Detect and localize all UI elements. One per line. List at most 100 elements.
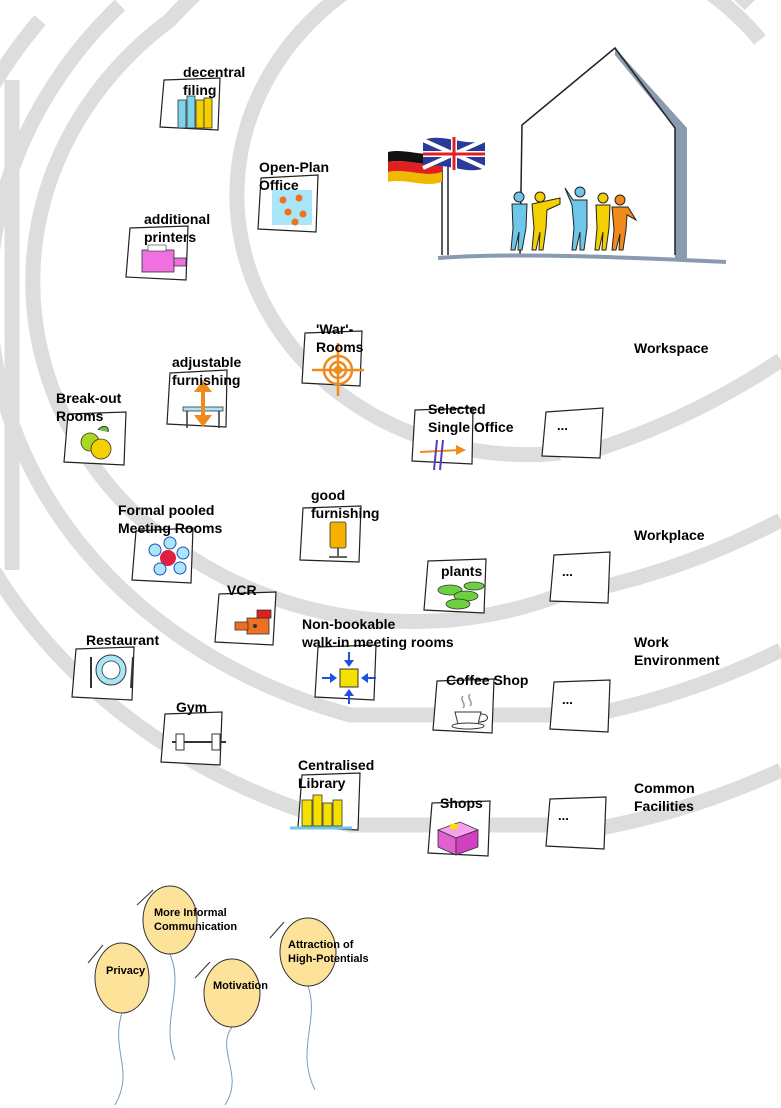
rings [0, 0, 781, 838]
person-5 [611, 194, 638, 251]
label-gym: Gym [176, 699, 208, 715]
category-work-environment-line-2: Environment [634, 652, 720, 668]
balloon-label-more-informal: More Informal Communication [154, 906, 237, 934]
label-decentral-filing-line-2: filing [183, 82, 217, 98]
label-selected-single-office-line-1: Selected [428, 401, 486, 417]
balloon-motivation [203, 958, 261, 1028]
door-pass-icon [419, 439, 466, 471]
plate-icon [90, 654, 134, 689]
label-break-out-rooms-line-2: Rooms [56, 408, 104, 424]
balloon-label-attraction-line-2: High-Potentials [288, 953, 369, 965]
label-good-furnishing: good furnishing [311, 486, 379, 522]
label-open-plan-office-line-2: Office [259, 177, 299, 193]
label-decentral-filing: decentral filing [183, 63, 245, 99]
balloon-more-informal [142, 885, 198, 955]
category-work-environment: Work Environment [634, 633, 720, 669]
house [437, 46, 727, 264]
flags [388, 137, 486, 255]
label-break-out-rooms: Break-out Rooms [56, 389, 121, 425]
label-break-out-rooms-line-1: Break-out [56, 390, 122, 406]
balloon-label-attraction: Attraction of High-Potentials [288, 938, 369, 966]
balloon-privacy [94, 942, 150, 1014]
balloon-label-more-informal-line-2: Communication [154, 921, 238, 933]
category-common-facilities-line-2: Facilities [634, 798, 694, 814]
card-more-4 [545, 796, 607, 850]
label-formal-pooled-line-2: Meeting Rooms [118, 520, 223, 536]
label-selected-single-office: Selected Single Office [428, 400, 514, 436]
label-formal-pooled-line-1: Formal pooled [118, 502, 215, 518]
label-additional-printers: additional printers [144, 210, 210, 246]
label-plants: plants [441, 563, 483, 579]
balloon-string-4 [306, 985, 316, 1091]
more-items-work-environment: ... [562, 692, 573, 707]
category-common-facilities: Common Facilities [634, 779, 695, 815]
label-adjustable-furnishing-line-1: adjustable [172, 354, 242, 370]
balloons [87, 885, 337, 1106]
ground-line [437, 253, 727, 264]
adjustable-table-icon [182, 380, 224, 428]
card-more-1 [541, 407, 604, 459]
category-workspace: Workspace [634, 340, 709, 356]
person-2 [531, 191, 561, 251]
barbell-icon [172, 733, 226, 751]
chair-icon [329, 521, 347, 558]
house-shadow [615, 48, 687, 258]
card-adjustable [166, 369, 228, 428]
category-workplace: Workplace [634, 527, 705, 543]
ring-7 [588, 643, 781, 723]
card-more-2 [549, 551, 611, 604]
label-decentral-filing-line-1: decentral [183, 64, 246, 80]
balloon-label-privacy: Privacy [106, 965, 146, 977]
label-selected-single-office-line-2: Single Office [428, 419, 514, 435]
more-items-common-facilities: ... [558, 808, 569, 823]
people [510, 186, 638, 251]
label-coffee-shop: Coffee Shop [446, 672, 529, 688]
ring-8 [588, 763, 781, 838]
balloon-string-1 [169, 953, 176, 1061]
more-items-workspace: ... [557, 418, 568, 433]
person-4 [594, 192, 611, 251]
label-war-rooms-line-1: 'War'- [316, 321, 354, 337]
label-vcr: VCR [227, 582, 257, 598]
fruit-icon [80, 425, 112, 460]
label-additional-printers-line-1: additional [144, 211, 211, 227]
label-adjustable-furnishing-line-2: furnishing [172, 372, 241, 388]
label-centralised-library: Centralised Library [298, 756, 374, 792]
walk-in-room-icon [322, 652, 376, 704]
card-more-3 [549, 679, 611, 733]
label-shops: Shops [440, 795, 483, 811]
person-1 [510, 191, 528, 251]
printer-icon [141, 244, 187, 273]
card-gym [160, 711, 223, 766]
label-restaurant: Restaurant [86, 632, 160, 648]
label-non-bookable-line-1: Non-bookable [302, 616, 396, 632]
balloon-attraction [279, 917, 337, 987]
camera-icon [234, 609, 272, 635]
package-icon [436, 821, 480, 856]
ring-4 [0, 15, 560, 833]
label-additional-printers-line-2: printers [144, 229, 197, 245]
open-plan-icon [272, 190, 312, 226]
house-outline [519, 46, 676, 256]
union-jack-flag [422, 137, 486, 171]
label-good-furnishing-line-1: good [311, 487, 346, 503]
label-centralised-library-line-1: Centralised [298, 757, 375, 773]
category-common-facilities-line-1: Common [634, 780, 695, 796]
label-non-bookable: Non-bookable walk-in meeting rooms [302, 615, 454, 651]
balloon-label-more-informal-line-1: More Informal [154, 907, 227, 919]
ring-6 [588, 513, 781, 598]
label-non-bookable-line-2: walk-in meeting rooms [302, 634, 454, 650]
target-icon [312, 343, 364, 396]
label-open-plan-office: Open-Plan Office [259, 158, 329, 194]
balloon-string-2 [114, 1012, 124, 1106]
ring-2 [25, 0, 755, 630]
coffee-cup-icon [451, 693, 488, 730]
label-war-rooms-line-2: Rooms [316, 339, 364, 355]
label-war-rooms: 'War'- Rooms [316, 320, 363, 356]
label-adjustable-furnishing: adjustable furnishing [172, 353, 241, 389]
person-3 [564, 186, 588, 251]
binders-icon [177, 95, 213, 129]
balloon-string-3 [224, 1026, 233, 1106]
